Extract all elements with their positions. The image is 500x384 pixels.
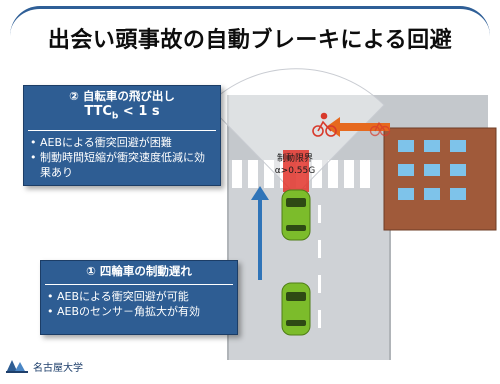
braking-limit-label: 制動限界 bbox=[277, 152, 313, 164]
building-icon bbox=[383, 127, 497, 231]
braking-limit-value: α>0.55G bbox=[275, 166, 316, 176]
slide-title: 出会い頭事故の自動ブレーキによる回避 bbox=[47, 28, 453, 53]
lane-markings bbox=[318, 205, 321, 328]
bicycle-icon bbox=[312, 112, 337, 137]
bullet-list: AEBによる衝突回避が困難 制動時間短縮が衝突速度低減に効果あり bbox=[24, 135, 220, 180]
bullet-item: AEBによる衝突回避が困難 bbox=[30, 135, 214, 150]
car-direction-arrow bbox=[251, 186, 269, 280]
box-heading: ① 四輪車の制動遅れ bbox=[86, 264, 192, 278]
bullet-list: AEBによる衝突回避が可能 AEBのセンサ－角拡大が有効 bbox=[41, 289, 237, 319]
title-decoration bbox=[10, 6, 490, 69]
box-heading: ② 自転車の飛び出し bbox=[69, 89, 175, 103]
bicycle-icon-ghost bbox=[369, 121, 391, 137]
divider bbox=[45, 284, 233, 285]
bullet-item: AEBのセンサ－角拡大が有効 bbox=[47, 304, 231, 319]
logo-text: 名古屋大学 bbox=[33, 362, 83, 374]
university-logo: 名古屋大学 bbox=[4, 357, 83, 375]
braking-zone bbox=[283, 150, 309, 192]
bullet-item: 制動時間短縮が衝突速度低減に効果あり bbox=[30, 150, 214, 180]
car-icon-rear bbox=[281, 282, 311, 336]
info-box-bicycle: ② 自転車の飛び出し TTCb < 1 s AEBによる衝突回避が困難 制動時間… bbox=[23, 85, 221, 186]
bullet-item: AEBによる衝突回避が可能 bbox=[47, 289, 231, 304]
ttc-formula: TTCb < 1 s bbox=[84, 104, 160, 122]
divider bbox=[28, 129, 216, 131]
car-icon-front bbox=[281, 189, 311, 241]
sensor-cone bbox=[207, 68, 385, 196]
logo-emblem-icon bbox=[6, 360, 28, 373]
info-box-car: ① 四輪車の制動遅れ AEBによる衝突回避が可能 AEBのセンサ－角拡大が有効 bbox=[40, 260, 238, 335]
